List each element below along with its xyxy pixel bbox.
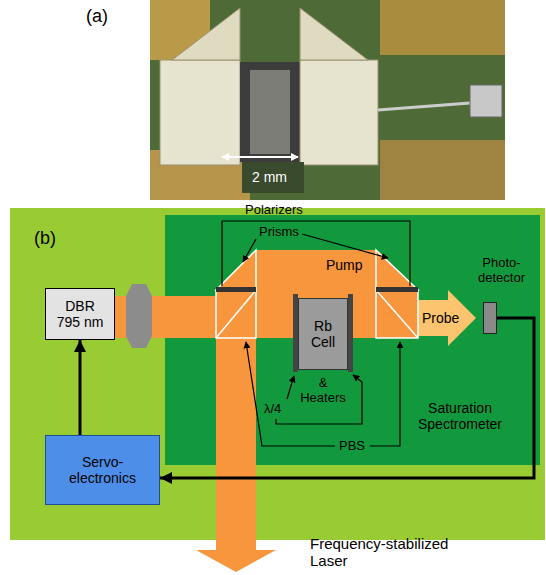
pbs-diagonal bbox=[216, 290, 256, 338]
label-anchor: 2 mm bbox=[252, 169, 287, 185]
cube-right bbox=[300, 60, 378, 165]
label-anchor: (b) bbox=[34, 228, 56, 248]
photodetector: Photo- detector bbox=[478, 255, 525, 285]
node-label: Rb Cell bbox=[311, 318, 335, 350]
label-anchor: & Heaters bbox=[297, 375, 349, 405]
leader-line bbox=[302, 234, 388, 258]
gold-pad bbox=[380, 140, 505, 200]
scale-bar bbox=[222, 156, 298, 158]
label-anchor: Pump bbox=[326, 257, 363, 273]
text-label: PBS bbox=[339, 438, 365, 453]
label-anchor: PBS bbox=[339, 438, 365, 453]
cube-left bbox=[160, 60, 240, 165]
prism-left bbox=[172, 8, 240, 60]
text-label: Prisms bbox=[259, 224, 299, 239]
text-label: Frequency-stabilized Laser bbox=[310, 535, 462, 569]
label-anchor: Polarizers bbox=[245, 202, 303, 217]
leader-line bbox=[276, 375, 362, 424]
label-anchor: (a) bbox=[86, 6, 108, 26]
text-label: 2 mm bbox=[252, 169, 287, 185]
cell-holder bbox=[240, 62, 300, 162]
node-label: Servo- electronics bbox=[69, 454, 136, 486]
scale-ground bbox=[242, 162, 304, 193]
text-label: & Heaters bbox=[297, 375, 349, 405]
rb-cell: Rb Cell bbox=[298, 298, 348, 370]
cell-body bbox=[250, 70, 290, 154]
text-label: λ/4 bbox=[264, 401, 281, 416]
detector-chip bbox=[470, 85, 502, 117]
text-label: (a) bbox=[86, 6, 108, 26]
pbs-cube-right bbox=[376, 290, 418, 338]
lens bbox=[126, 284, 152, 348]
text-label: Pump bbox=[326, 257, 363, 273]
leader-line bbox=[287, 376, 294, 399]
quarter-wave-plate bbox=[348, 294, 353, 372]
signal-line bbox=[79, 340, 82, 435]
output-beam bbox=[216, 330, 256, 552]
polarizer bbox=[216, 287, 256, 292]
node-label: DBR 795 nm bbox=[54, 298, 106, 330]
text-label: Polarizers bbox=[245, 202, 303, 217]
circuit-board bbox=[150, 0, 505, 200]
leader-line bbox=[222, 221, 410, 286]
text-label: Probe bbox=[422, 310, 459, 326]
gold-pad bbox=[380, 0, 505, 55]
polarizer bbox=[376, 287, 418, 292]
laser-box: DBR 795 nm bbox=[45, 288, 115, 340]
label-anchor: Frequency-stabilized Laser bbox=[310, 535, 462, 569]
detector-body bbox=[483, 302, 497, 334]
pbs-diagonal bbox=[376, 290, 418, 338]
signal-line bbox=[160, 318, 534, 478]
wire bbox=[378, 103, 470, 110]
node-label: Saturation Spectrometer bbox=[418, 400, 502, 432]
pbs-cube-left bbox=[216, 290, 256, 338]
text-label: (b) bbox=[34, 228, 56, 248]
label-anchor: λ/4 bbox=[264, 401, 281, 416]
leader-line bbox=[243, 239, 256, 262]
label-anchor: Probe bbox=[422, 310, 459, 326]
label-anchor: Prisms bbox=[259, 224, 299, 239]
leader-line bbox=[370, 342, 400, 446]
node-label: Photo- detector bbox=[478, 255, 525, 285]
servo-box: Servo- electronics bbox=[45, 435, 160, 505]
prism-right bbox=[300, 8, 368, 60]
output-arrowhead bbox=[196, 550, 276, 572]
spectrometer-panel: Saturation Spectrometer Rb Cell Photo- det… bbox=[165, 215, 540, 465]
